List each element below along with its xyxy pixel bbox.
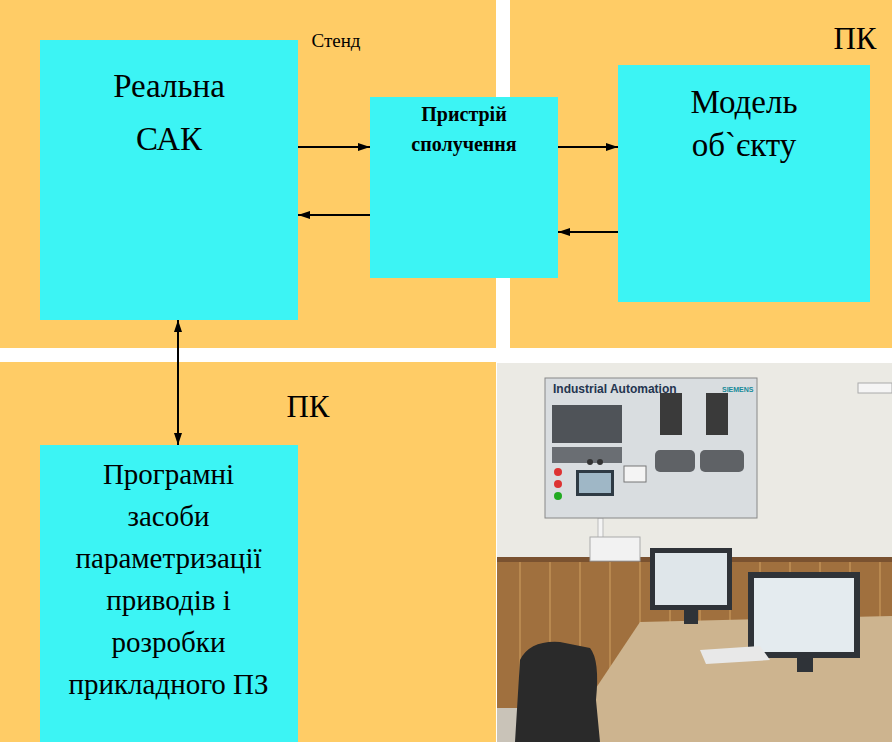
arrow-connector xyxy=(177,320,179,445)
monitor-screen xyxy=(754,578,854,652)
node-label: Пристрій сполучення xyxy=(374,99,554,159)
hmi-frame xyxy=(576,470,614,496)
monitor-stand xyxy=(797,658,813,672)
monitor xyxy=(748,572,860,658)
arrow-connector xyxy=(558,146,618,148)
monitor-screen xyxy=(655,553,727,605)
node-label: ПК xyxy=(820,20,890,57)
pc-panel: ПК Програмні засоби параметризації привод… xyxy=(0,362,496,742)
monitor xyxy=(650,548,732,610)
photo-ground xyxy=(497,363,892,742)
interface-box: Пристрій сполучення xyxy=(370,97,558,278)
button xyxy=(587,459,593,465)
button xyxy=(554,492,562,500)
arrow-connector xyxy=(558,231,618,233)
process-box: Реальна САК xyxy=(40,40,298,320)
plc-module xyxy=(552,447,622,463)
button xyxy=(597,459,603,465)
pc-panel: ПК Модель об`єкту xyxy=(510,0,892,348)
plc-module xyxy=(552,405,622,443)
hmi-screen xyxy=(579,473,611,493)
motor xyxy=(655,450,695,472)
button xyxy=(554,480,562,488)
node-label: Модель об`єкту xyxy=(659,81,829,167)
node-label: ПК xyxy=(268,388,348,425)
wall-fixture xyxy=(858,383,892,393)
node-label: Реальна САК xyxy=(84,60,254,166)
photo-label: Industrial Automation xyxy=(553,382,677,396)
arrow-connector xyxy=(298,146,370,148)
training-board xyxy=(545,378,757,518)
software-box: Програмні засоби параметризації приводів… xyxy=(40,445,298,742)
photo-label: SIEMENS xyxy=(722,386,754,393)
monitor-stand xyxy=(684,610,698,624)
chair xyxy=(515,642,600,742)
node-label: Програмні засоби параметризації приводів… xyxy=(61,453,276,705)
wall xyxy=(497,363,892,563)
motor xyxy=(700,450,744,472)
arrow-connector xyxy=(298,214,370,216)
model-box: Модель об`єкту xyxy=(618,65,870,302)
meter xyxy=(624,466,646,482)
drive-unit xyxy=(706,393,728,435)
electrical-box xyxy=(590,537,640,561)
node-label: Стенд xyxy=(286,30,386,53)
keyboard xyxy=(700,646,770,664)
drive-unit xyxy=(660,393,682,435)
button xyxy=(554,468,562,476)
